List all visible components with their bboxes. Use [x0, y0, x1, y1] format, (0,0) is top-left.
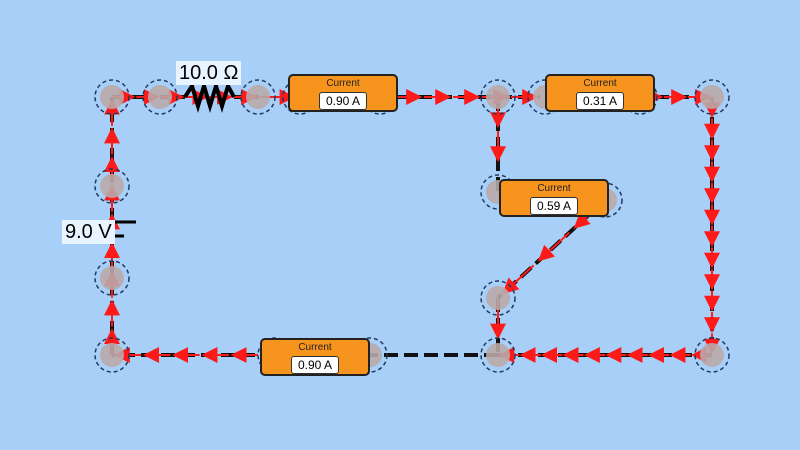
- ammeter-title: Current: [326, 78, 360, 89]
- junction-node: [486, 286, 510, 310]
- junction-ring: [94, 79, 130, 115]
- ammeter-reading: 0.90 A: [290, 356, 340, 374]
- resistor-symbol[interactable]: [183, 79, 236, 113]
- ammeter-top-left[interactable]: Current 0.90 A: [288, 74, 398, 112]
- junction-ring: [480, 280, 516, 316]
- junction-nodes: [94, 79, 730, 373]
- junction-ring: [352, 337, 388, 373]
- junction-ring: [480, 79, 516, 115]
- junction-ring: [694, 337, 730, 373]
- junction-node: [100, 85, 124, 109]
- ammeter-reading: 0.31 A: [575, 92, 625, 110]
- junction-node: [486, 85, 510, 109]
- wires: [110, 95, 714, 357]
- ammeter-reading: 0.59 A: [529, 197, 579, 215]
- ammeter-title: Current: [298, 342, 332, 353]
- resistance-label: 10.0 Ω: [176, 61, 242, 85]
- junction-ring: [240, 79, 276, 115]
- ammeter-top-right[interactable]: Current 0.31 A: [545, 74, 655, 112]
- current-arrow: [537, 231, 571, 262]
- ammeter-title: Current: [537, 183, 571, 194]
- junction-node: [100, 343, 124, 367]
- junction-node: [700, 343, 724, 367]
- junction-ring: [694, 79, 730, 115]
- junction-node: [148, 85, 172, 109]
- junction-node: [100, 174, 124, 198]
- junction-ring: [94, 337, 130, 373]
- junction-ring: [480, 337, 516, 373]
- junction-node: [486, 343, 510, 367]
- ammeter-title: Current: [583, 78, 617, 89]
- junction-ring: [94, 260, 130, 296]
- current-arrow: [502, 264, 535, 295]
- ammeter-branch[interactable]: Current 0.59 A: [499, 179, 609, 217]
- junction-node: [700, 85, 724, 109]
- junction-node: [246, 85, 270, 109]
- ammeter-bottom[interactable]: Current 0.90 A: [260, 338, 370, 376]
- ammeter-reading: 0.90 A: [318, 92, 368, 110]
- voltage-label: 9.0 V: [62, 220, 115, 244]
- junction-node: [100, 266, 124, 290]
- junction-ring: [94, 168, 130, 204]
- junction-ring: [142, 79, 178, 115]
- current-arrows: [104, 89, 720, 363]
